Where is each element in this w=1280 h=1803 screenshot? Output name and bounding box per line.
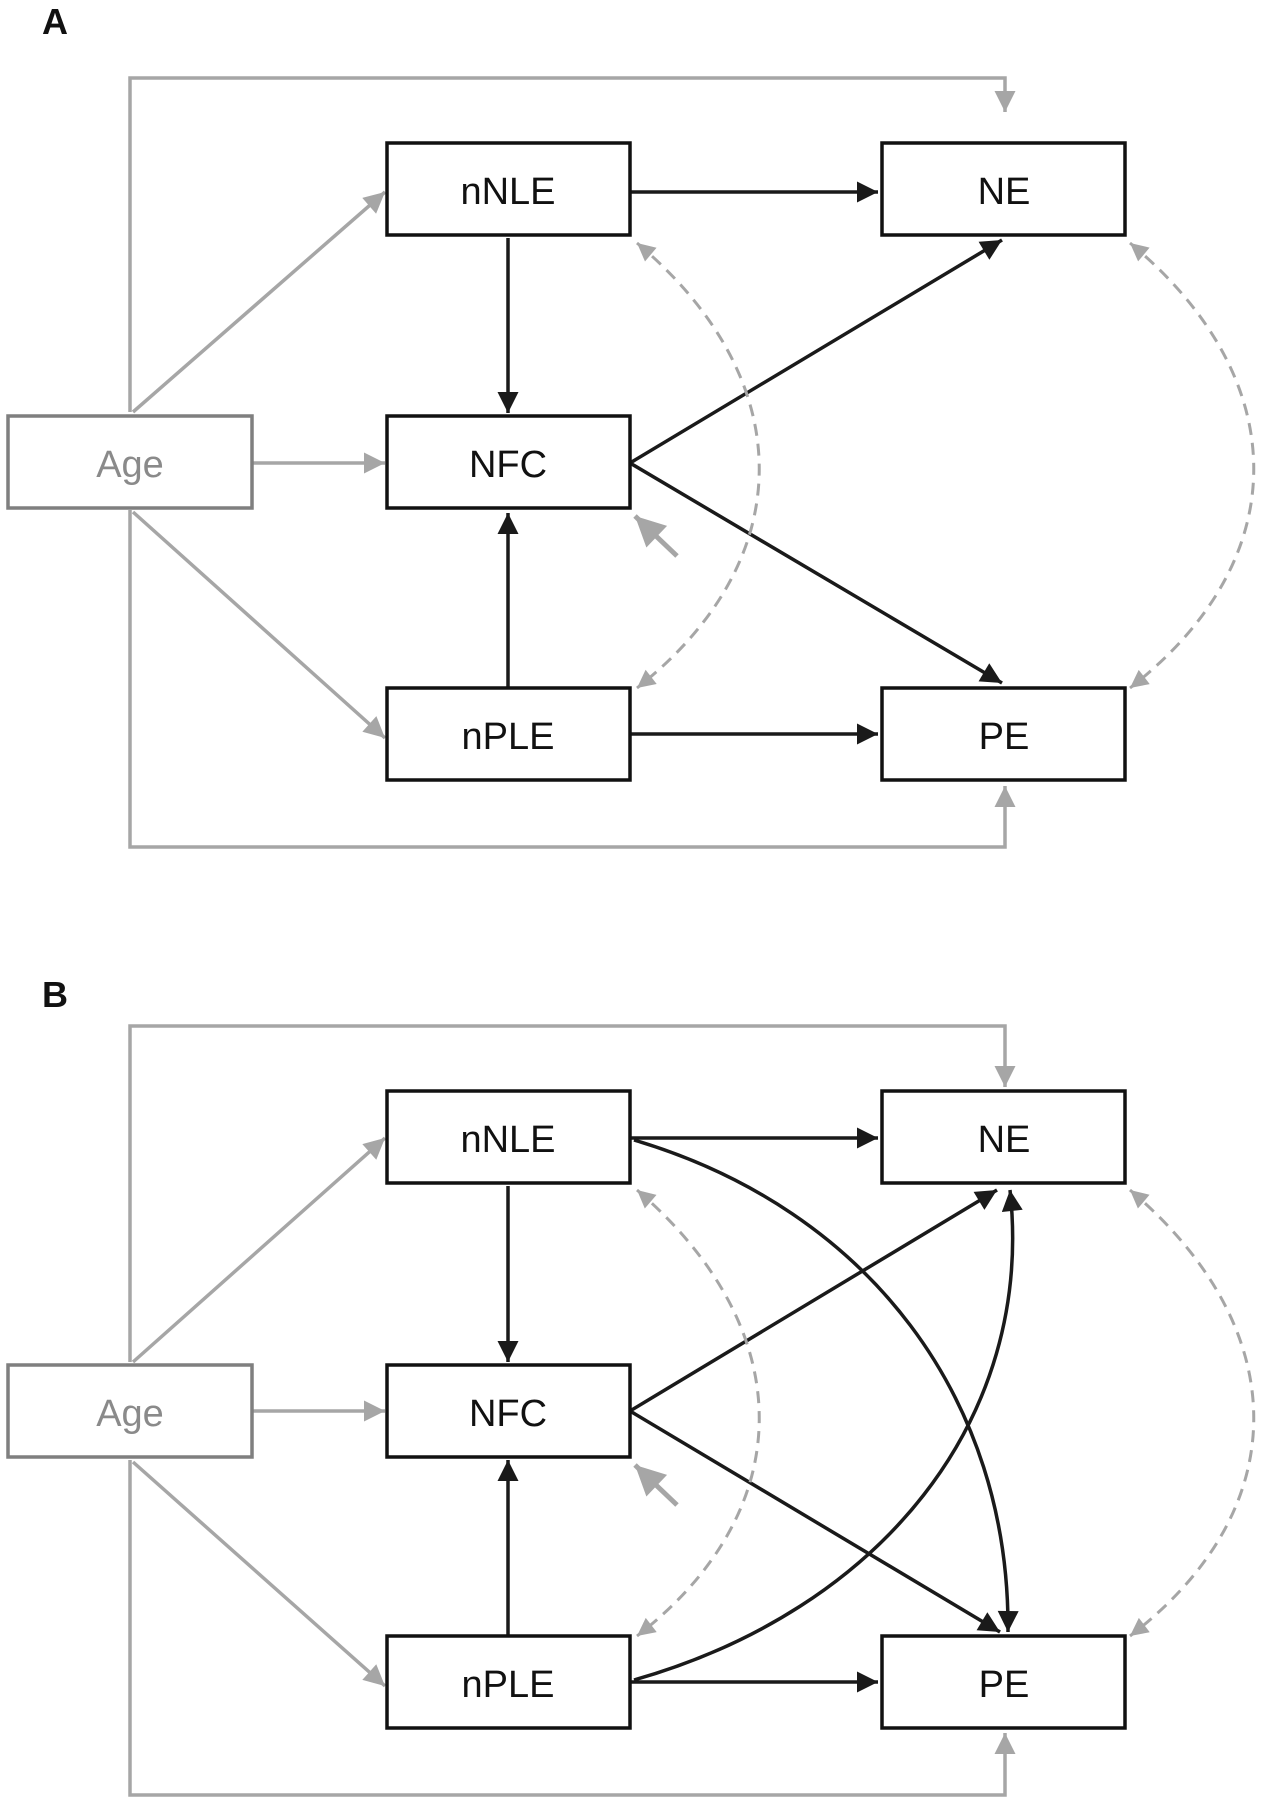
node-label: NFC [469, 444, 547, 486]
node-label: NFC [469, 1393, 547, 1435]
node-label: PE [979, 1664, 1030, 1706]
path-age-to-nple [131, 510, 387, 740]
node-box [880, 1634, 1127, 1730]
node-box [385, 141, 632, 237]
node-box [6, 1363, 254, 1459]
node-ne-a: NE [880, 141, 1127, 237]
node-box [385, 1089, 632, 1185]
covariance-ne-pe [1129, 1188, 1256, 1638]
path-nfc-to-ne [629, 238, 1003, 465]
covariances-b [633, 1188, 1256, 1638]
age-paths-b [128, 1024, 1016, 1797]
node-box [880, 141, 1127, 237]
panel-b: B Age [6, 974, 1256, 1797]
node-box [385, 1634, 632, 1730]
node-label: nPLE [462, 1664, 555, 1706]
covariance-ne-pe [1129, 241, 1256, 690]
path-nple-to-ne [633, 1189, 1023, 1682]
node-pe-a: PE [880, 686, 1127, 782]
node-pe-b: PE [880, 1634, 1127, 1730]
node-label: Age [96, 444, 164, 486]
residual-nfc [633, 514, 679, 558]
age-paths-a [128, 76, 1016, 849]
covariance-nnle-nple [636, 241, 761, 690]
node-label: NE [978, 171, 1031, 213]
path-age-to-pe [128, 510, 1016, 849]
node-box [880, 686, 1127, 782]
structural-paths-a [497, 181, 1003, 745]
node-box [385, 1363, 632, 1459]
node-label: NE [978, 1119, 1031, 1161]
path-nfc-to-pe [629, 1409, 1001, 1634]
node-nfc-b: NFC [385, 1363, 632, 1459]
covariances-a [633, 241, 1256, 690]
node-label: nNLE [460, 171, 555, 213]
node-label: nNLE [460, 1119, 555, 1161]
node-box [385, 414, 632, 510]
node-age-b: Age [6, 1363, 254, 1459]
node-label: nPLE [462, 716, 555, 758]
node-nnle-b: nNLE [385, 1089, 632, 1185]
path-nnle-to-pe [633, 1138, 1019, 1633]
structural-paths-b [497, 1127, 1023, 1693]
node-label: PE [979, 716, 1030, 758]
panel-a: A Age n [6, 1, 1256, 849]
node-nple-a: nPLE [385, 686, 632, 782]
node-nple-b: nPLE [385, 1634, 632, 1730]
node-nnle-a: nNLE [385, 141, 632, 237]
path-age-to-nple [131, 1460, 387, 1688]
path-age-to-pe [128, 1460, 1016, 1797]
panel-a-label: A [42, 1, 68, 42]
path-age-to-ne [128, 76, 1016, 412]
node-box [6, 414, 254, 510]
node-label: Age [96, 1393, 164, 1435]
panel-b-label: B [42, 974, 68, 1015]
covariance-nnle-nple [636, 1188, 761, 1638]
node-box [880, 1089, 1127, 1185]
path-age-to-nnle [131, 190, 387, 414]
node-age-a: Age [6, 414, 254, 510]
path-age-to-nnle [131, 1136, 387, 1364]
path-nfc-to-ne [629, 1188, 998, 1413]
residual-nfc [633, 1463, 679, 1507]
node-nfc-a: NFC [385, 414, 632, 510]
node-box [385, 686, 632, 782]
node-ne-b: NE [880, 1089, 1127, 1185]
path-age-to-ne [128, 1024, 1016, 1362]
path-nfc-to-pe [629, 461, 1003, 685]
